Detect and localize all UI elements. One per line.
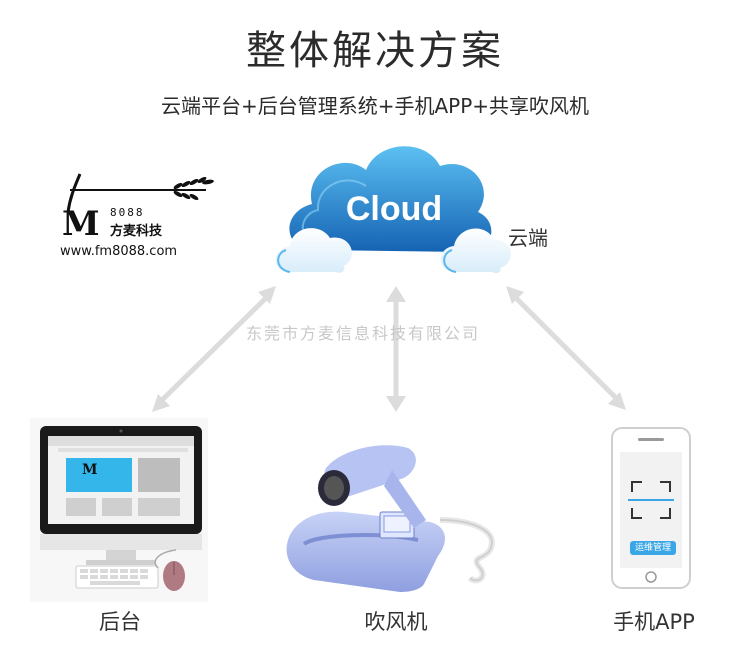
backend-label: 后台 [99, 610, 141, 634]
arrow-app-cloud [506, 286, 626, 410]
arrow-backend-cloud [152, 286, 276, 412]
wheat-logo-icon [66, 173, 214, 213]
logo-number: 8088 [110, 206, 145, 219]
dryer-label: 吹风机 [364, 610, 428, 634]
computer-icon [30, 418, 208, 602]
cloud-label: 云端 [508, 226, 548, 250]
cloud-text: Cloud [345, 190, 443, 228]
logo-brand: 方麦科技 [110, 224, 163, 239]
watermark: 东莞市方麦信息科技有限公司 [246, 324, 481, 343]
phone-icon [611, 427, 691, 589]
scan-frame-icon [631, 481, 671, 519]
hair-dryer-icon [286, 445, 495, 592]
page-subtitle: 云端平台+后台管理系统+手机APP+共享吹风机 [160, 94, 590, 118]
cloud-icon [275, 146, 511, 273]
company-logo: M 8088 方麦科技 www.fm8088.com [46, 168, 216, 268]
screen-logo: M [82, 462, 98, 478]
page-title: 整体解决方案 [246, 28, 504, 74]
app-ops-button[interactable]: 运维管理 [630, 541, 676, 555]
logo-mark: M [62, 204, 100, 244]
logo-url: www.fm8088.com [60, 244, 178, 259]
arrow-dryer-cloud [386, 286, 406, 412]
app-label: 手机APP [613, 610, 695, 634]
